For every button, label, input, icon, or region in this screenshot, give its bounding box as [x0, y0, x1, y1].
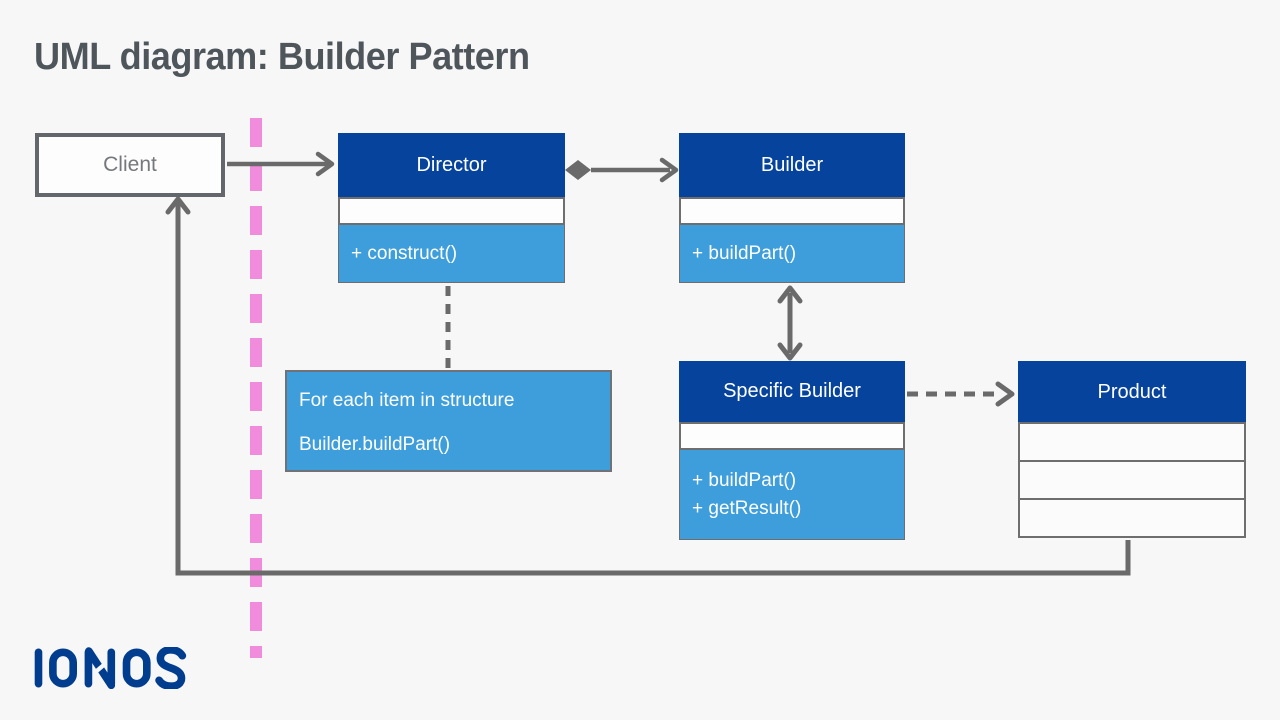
class-attributes-builder — [679, 197, 905, 225]
class-attributes-director — [338, 197, 565, 225]
pink-dashed-divider — [250, 118, 262, 658]
class-name-director: Director — [416, 153, 487, 176]
class-name-product: Product — [1097, 381, 1167, 403]
class-name-builder: Builder — [760, 153, 824, 176]
arrow-director-to-builder — [565, 157, 679, 183]
class-header-director: Director — [338, 133, 565, 197]
aggregation-diamond-icon — [565, 160, 591, 180]
class-box-builder: Builder + buildPart() — [679, 133, 905, 283]
note-line-1: For each item in structure — [299, 390, 515, 411]
class-methods-specific-builder: + buildPart() + getResult() — [679, 450, 905, 540]
class-box-product: Product — [1018, 361, 1246, 538]
arrow-client-to-director — [227, 151, 335, 177]
class-header-builder: Builder — [679, 133, 905, 197]
method-label: + getResult() — [692, 497, 802, 519]
ionos-logo — [34, 647, 187, 689]
product-attribute-row — [1018, 422, 1246, 462]
arrow-builder-to-specific-builder — [777, 285, 803, 361]
class-header-product: Product — [1018, 361, 1246, 424]
arrow-product-to-client — [165, 196, 1131, 576]
note-line-2: Builder.buildPart() — [299, 434, 451, 455]
note-box: For each item in structure Builder.build… — [285, 370, 612, 472]
class-name-client: Client — [103, 153, 157, 176]
class-box-director: Director + construct() — [338, 133, 565, 283]
dashed-arrow-specific-builder-to-product — [907, 381, 1015, 407]
method-label: + buildPart() — [692, 242, 797, 264]
class-methods-director: + construct() — [338, 225, 565, 283]
class-attributes-specific-builder — [679, 422, 905, 450]
class-methods-builder: + buildPart() — [679, 225, 905, 283]
class-name-specific-builder: Specific Builder — [723, 380, 861, 402]
product-attribute-row — [1018, 498, 1246, 538]
product-attribute-row — [1018, 460, 1246, 500]
class-header-specific-builder: Specific Builder — [679, 361, 905, 422]
class-box-specific-builder: Specific Builder + buildPart() + getResu… — [679, 361, 905, 540]
method-label: + buildPart() — [692, 469, 797, 491]
page-title: UML diagram: Builder Pattern — [34, 36, 530, 78]
class-box-client: Client — [35, 133, 225, 197]
method-label: + construct() — [351, 242, 458, 264]
